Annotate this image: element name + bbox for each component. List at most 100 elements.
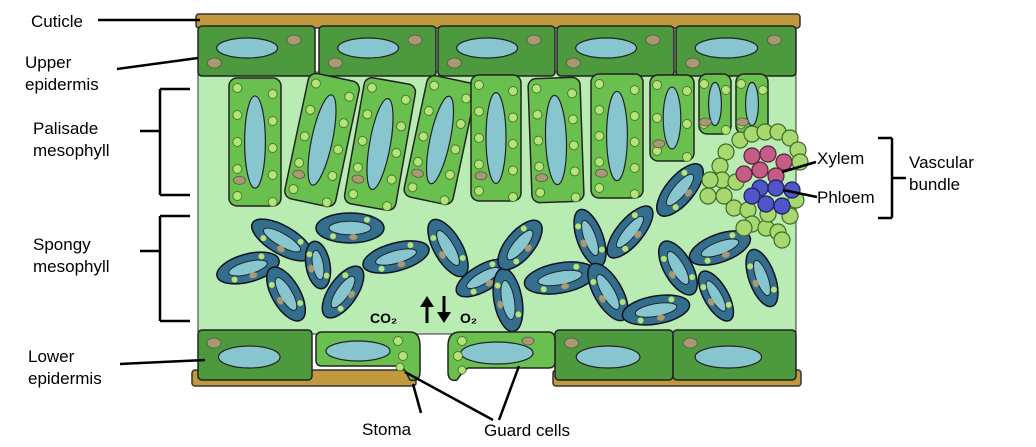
chloroplast — [232, 83, 243, 93]
vacuole — [506, 229, 534, 261]
vacuole — [575, 345, 641, 369]
chloroplast — [681, 152, 692, 162]
lower-epidermis-label-line2: epidermis — [28, 369, 102, 388]
xylem-cell — [743, 147, 761, 165]
chloroplast — [598, 246, 605, 253]
lower-epidermis-cell — [197, 329, 313, 381]
spongy-cell — [250, 218, 314, 262]
spongy-cell — [606, 205, 654, 259]
gas-exchange: CO₂ O₂ — [370, 296, 477, 326]
co2-label: CO₂ — [370, 310, 397, 326]
chloroplast — [573, 263, 580, 270]
nucleus — [249, 272, 258, 279]
bundle-sheath-cell — [725, 199, 743, 217]
down-arrow-icon — [437, 296, 451, 323]
chloroplast — [681, 86, 692, 96]
upper-epidermis-label-line2: epidermis — [25, 75, 99, 94]
palisade-cell — [649, 74, 695, 162]
bundle-sheath-cell — [735, 219, 753, 237]
palisade-cell — [470, 74, 522, 202]
chloroplast — [357, 135, 368, 146]
vascular-bundle — [699, 123, 809, 249]
palisade-cell — [228, 77, 282, 207]
vacuole — [337, 37, 400, 59]
chloroplast — [429, 80, 440, 91]
lower-epidermis-label-line1: Lower — [28, 347, 75, 366]
chloroplast — [444, 169, 455, 180]
nucleus — [308, 264, 315, 273]
nucleus — [497, 300, 504, 309]
xylem-cell — [735, 165, 753, 183]
phloem-cell — [757, 195, 775, 213]
chloroplast — [474, 80, 484, 90]
xylem-cell — [759, 145, 777, 163]
chloroplast — [232, 137, 243, 147]
vacuole — [366, 97, 394, 191]
xylem-cell — [775, 153, 793, 171]
chloroplast — [330, 233, 336, 240]
lower-epidermis-cell — [672, 329, 797, 381]
nucleus — [411, 168, 424, 178]
guard-cells-label: Guard cells — [484, 421, 570, 440]
chloroplast — [700, 284, 707, 291]
chloroplast — [720, 85, 731, 95]
chloroplast — [594, 131, 605, 141]
palisade-mesophyll-label-line1: Palisade — [33, 119, 98, 138]
spongy-cell — [573, 208, 607, 268]
vacuole — [217, 345, 281, 369]
chloroplast — [450, 144, 461, 155]
nucleus — [685, 57, 701, 69]
chloroplast — [430, 234, 437, 241]
cuticle-label: Cuticle — [31, 12, 83, 31]
nucleus — [685, 189, 692, 197]
chloroplast — [407, 182, 418, 193]
nucleus — [668, 271, 676, 279]
chloroplast — [364, 216, 370, 223]
chloroplast — [570, 192, 581, 203]
chloroplast — [494, 282, 501, 289]
spongy-cell — [265, 266, 307, 322]
nucleus — [407, 34, 423, 46]
chloroplast — [629, 137, 640, 147]
chloroplast — [489, 261, 496, 268]
chloroplast — [232, 191, 243, 201]
nucleus — [327, 57, 343, 69]
palisade-cell — [284, 72, 360, 208]
nucleus — [707, 298, 715, 306]
chloroplast — [629, 189, 640, 199]
nucleus — [351, 174, 365, 184]
chloroplast — [533, 135, 544, 146]
nucleus — [599, 295, 606, 303]
chloroplast — [681, 119, 692, 129]
chloroplast — [508, 165, 518, 176]
chloroplast — [520, 225, 527, 232]
chloroplast — [391, 147, 402, 158]
chloroplast — [297, 300, 304, 307]
chloroplast — [699, 79, 710, 89]
chloroplast — [770, 286, 777, 293]
nucleus — [276, 297, 284, 305]
chloroplast — [267, 143, 278, 153]
chloroplast — [629, 85, 640, 95]
chloroplast — [268, 281, 275, 288]
chloroplast — [344, 91, 355, 102]
chloroplast — [594, 105, 605, 115]
vacuole — [707, 81, 722, 127]
chloroplast — [474, 133, 484, 143]
vacuole — [662, 86, 682, 150]
chloroplast — [622, 245, 629, 252]
chloroplast — [474, 159, 484, 170]
chloroplast — [337, 305, 344, 312]
nucleus — [446, 57, 462, 69]
chloroplast — [232, 110, 243, 120]
nucleus — [767, 34, 782, 46]
chloroplast — [267, 89, 278, 99]
chloroplast — [689, 274, 696, 281]
palisade-cell — [698, 73, 732, 135]
chloroplast — [729, 232, 736, 239]
chloroplast — [725, 301, 732, 308]
vacuole — [375, 248, 417, 266]
vacuole — [274, 277, 298, 311]
chloroplast — [386, 174, 397, 185]
